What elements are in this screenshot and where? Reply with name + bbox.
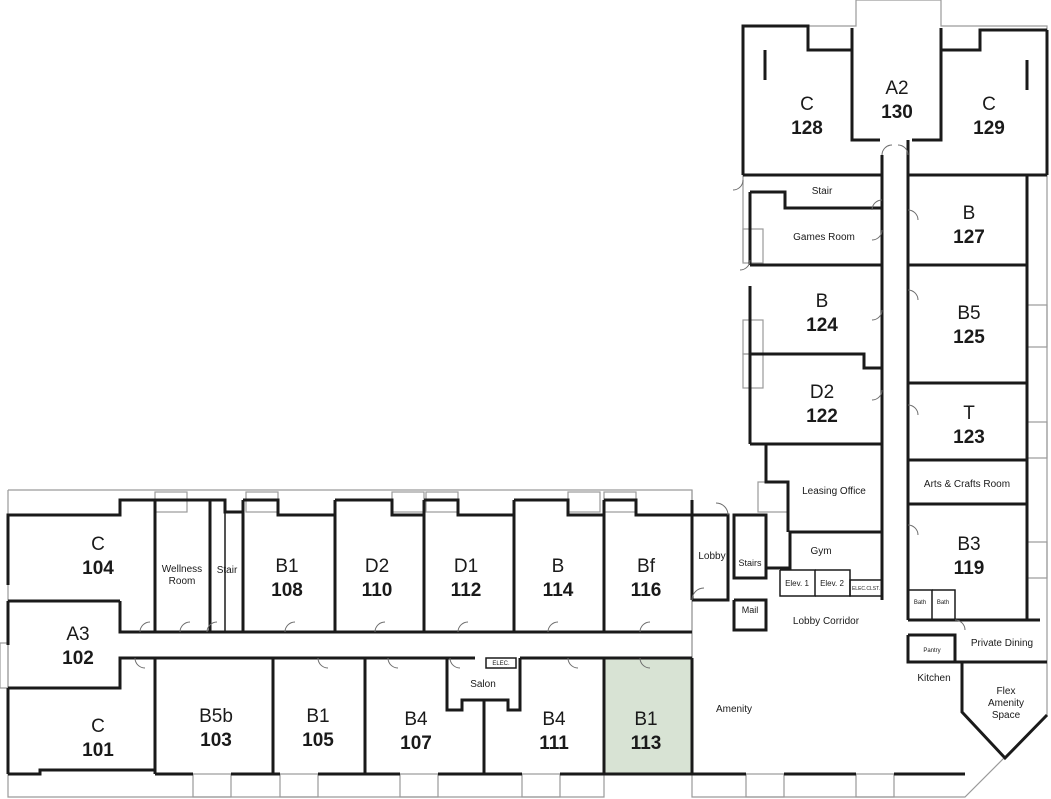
unit-type: D2 [365,556,389,577]
unit-number: 110 [362,580,393,601]
unit-102[interactable]: A3 102 [62,624,94,669]
unit-type: B1 [275,556,298,577]
unit-type: C [982,94,996,115]
unit-type: Bf [637,556,656,577]
mail-label: Mail [742,605,759,615]
unit-number: 116 [631,580,662,601]
unit-107[interactable]: B4 107 [400,709,432,754]
salon-label: Salon [470,679,496,690]
unit-103[interactable]: B5b 103 [199,706,233,751]
bath-1-label: Bath [914,600,926,606]
elev-2-label: Elev. 2 [820,579,844,588]
stair-west-label: Stair [217,565,238,576]
room-labels: Wellness Room Stair Salon ELEC. Amenity … [162,186,1033,721]
unit-number: 104 [82,558,114,579]
unit-type: B3 [957,534,980,555]
elev-1-label: Elev. 1 [785,579,809,588]
unit-number: 105 [302,730,334,751]
unit-type: B4 [542,709,566,730]
unit-number: 111 [539,733,569,754]
flex-amenity-label-1: Flex [997,686,1016,697]
doors [134,144,966,669]
elec-closet-label: ELEC.CLST. [852,586,880,592]
unit-number: 119 [954,558,985,579]
unit-112[interactable]: D1 112 [451,556,482,601]
wellness-room-label-2: Room [169,576,196,587]
unit-number: 123 [953,427,985,448]
unit-number: 130 [881,102,913,123]
unit-type: C [91,534,105,555]
unit-122[interactable]: D2 122 [806,382,838,427]
unit-type: B5 [957,303,980,324]
unit-116[interactable]: Bf 116 [631,556,662,601]
unit-type: B [963,203,976,224]
pantry-label: Pantry [923,648,940,654]
unit-111[interactable]: B4 111 [539,709,569,754]
kitchen-label: Kitchen [917,673,950,684]
stairs-label: Stairs [738,558,762,568]
unit-type: B1 [306,706,329,727]
unit-type: B [816,291,829,312]
unit-type: A2 [885,78,908,99]
unit-125[interactable]: B5 125 [953,303,985,348]
amenity-label: Amenity [716,704,752,715]
unit-108[interactable]: B1 108 [271,556,303,601]
unit-number: 107 [400,733,432,754]
unit-119[interactable]: B3 119 [954,534,985,579]
unit-105[interactable]: B1 105 [302,706,334,751]
arts-crafts-room-label: Arts & Crafts Room [924,479,1010,490]
unit-130[interactable]: A2 130 [881,78,913,123]
unit-type: D1 [454,556,478,577]
lobby-corridor-label: Lobby Corridor [793,616,860,627]
unit-114[interactable]: B 114 [543,556,574,601]
unit-number: 127 [953,227,985,248]
unit-124[interactable]: B 124 [806,291,838,336]
unit-number: 112 [451,580,482,601]
unit-number: 113 [631,733,662,754]
walls [6,24,1049,776]
unit-number: 129 [973,118,1005,139]
unit-type: B [552,556,565,577]
unit-number: 103 [200,730,232,751]
unit-number: 122 [806,406,838,427]
unit-type: D2 [810,382,834,403]
unit-labels: C 104 A3 102 C 101 B5b 103 B1 105 B4 107… [62,78,1005,761]
bath-2-label: Bath [937,600,949,606]
unit-number: 108 [271,580,303,601]
unit-type: A3 [66,624,89,645]
lobby-label: Lobby [698,551,725,562]
unit-123[interactable]: T 123 [953,403,985,448]
elec-small-label: ELEC. [492,661,510,667]
gym-label: Gym [810,546,831,557]
unit-number: 124 [806,315,838,336]
unit-type: B5b [199,706,233,727]
flex-amenity-label-3: Space [992,710,1021,721]
wellness-room-label: Wellness [162,564,202,575]
unit-number: 125 [953,327,985,348]
unit-type: C [800,94,814,115]
unit-number: 101 [82,740,114,761]
unit-type: C [91,716,105,737]
unit-127[interactable]: B 127 [953,203,985,248]
private-dining-label: Private Dining [971,638,1033,649]
unit-number: 114 [543,580,574,601]
flex-amenity-label-2: Amenity [988,698,1024,709]
unit-113-highlight [604,658,692,774]
unit-type: B4 [404,709,428,730]
leasing-office-label: Leasing Office [802,486,866,497]
unit-type: B1 [634,709,657,730]
stair-north-label: Stair [812,186,833,197]
games-room-label: Games Room [793,232,855,243]
unit-type: T [963,403,975,424]
unit-129[interactable]: C 129 [973,94,1005,139]
unit-128[interactable]: C 128 [791,94,823,139]
unit-101[interactable]: C 101 [82,716,114,761]
unit-number: 102 [62,648,94,669]
unit-113[interactable]: B1 113 [631,709,662,754]
unit-number: 128 [791,118,823,139]
unit-110[interactable]: D2 110 [362,556,393,601]
unit-104[interactable]: C 104 [82,534,114,579]
